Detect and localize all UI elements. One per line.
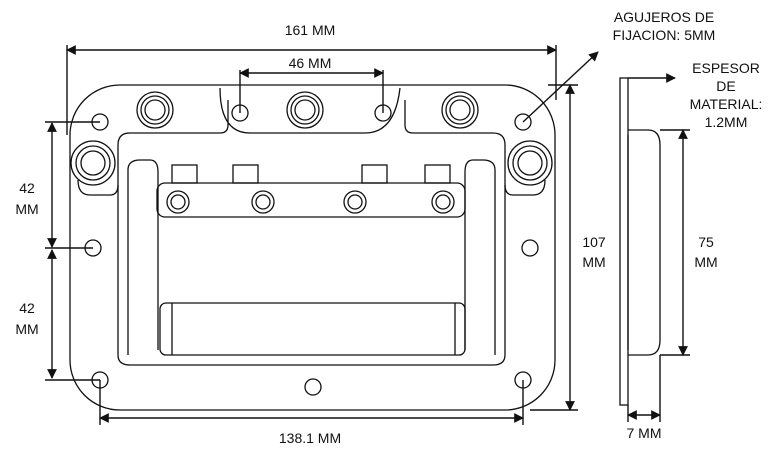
thickness-label: ESPESOR	[692, 60, 760, 76]
thickness-label: MATERIAL:	[690, 96, 763, 112]
mounting-plate	[69, 84, 556, 411]
height-total-label: MM	[582, 254, 605, 270]
rivet	[70, 140, 116, 186]
tab	[361, 164, 388, 184]
depth-label: 7 MM	[627, 425, 662, 441]
rivet	[286, 91, 324, 129]
left-lower-label: 42	[19, 300, 35, 316]
depth-height-label: 75	[698, 234, 714, 250]
rivet	[166, 190, 190, 214]
mounting-holes	[84, 104, 539, 396]
tab	[171, 164, 198, 184]
height-total-label: 107	[582, 234, 606, 250]
rivet	[343, 190, 367, 214]
tab	[232, 164, 259, 184]
width-total-label: 161 MM	[285, 22, 336, 38]
left-upper-label: MM	[15, 201, 38, 217]
side-view	[619, 77, 661, 406]
rivets	[70, 91, 553, 214]
bottom-spacing-label: 138.1 MM	[279, 430, 341, 446]
rivet	[136, 91, 174, 129]
depth-height-label: MM	[694, 254, 717, 270]
rivet	[441, 91, 479, 129]
center-spacing-label: 46 MM	[289, 55, 332, 71]
thickness-label: DE	[716, 78, 735, 94]
tab	[424, 164, 451, 184]
folding-handle	[127, 159, 496, 356]
thickness-label: 1.2MM	[705, 114, 748, 130]
rivet	[431, 190, 455, 214]
rivet	[507, 140, 553, 186]
holes-label: FIJACION: 5MM	[613, 27, 716, 43]
holes-label: AGUJEROS DE	[614, 9, 714, 25]
rivet	[251, 190, 275, 214]
dimension-lines	[45, 45, 690, 425]
left-upper-label: 42	[19, 180, 35, 196]
left-lower-label: MM	[15, 321, 38, 337]
